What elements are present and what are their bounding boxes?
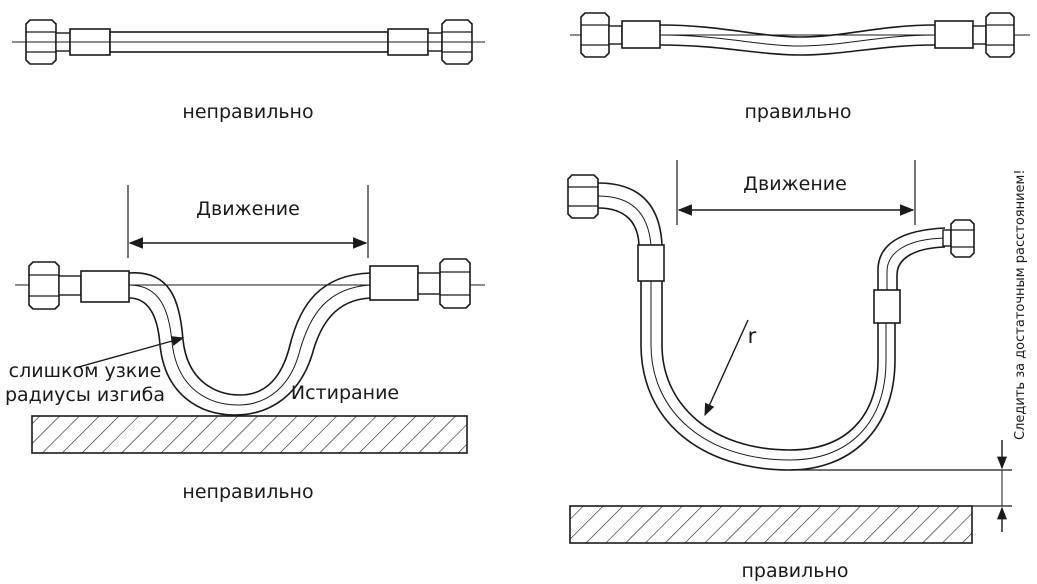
hose-slack [659, 24, 936, 38]
bend-note-line2: радиусы изгиба [5, 384, 165, 406]
straight-hose-incorrect [12, 19, 485, 65]
fitting-sleeve-left [637, 244, 665, 282]
hose-wide-bend [640, 281, 896, 471]
hex-nut-left [28, 261, 60, 310]
bend-note-line1: слишком узкие [9, 360, 162, 382]
caption-bottom-right: правильно [741, 560, 848, 582]
fitting-sleeve-right [934, 20, 974, 49]
movement-label-left: Движение [196, 198, 300, 220]
hex-nut-left [580, 12, 610, 58]
distance-note: Следить за достаточным расстоянием! [1013, 169, 1028, 440]
caption-top-left: неправильно [182, 101, 313, 123]
hex-nut-right [439, 258, 471, 309]
slack-hose-correct [570, 12, 1030, 58]
abrasion-label: Истирание [291, 382, 399, 404]
fitting-sleeve-left [621, 20, 661, 49]
movement-label-right: Движение [743, 173, 847, 195]
fitting-sleeve-right [873, 289, 901, 324]
radius-arrow [704, 319, 749, 417]
tight-bend-incorrect [15, 185, 485, 454]
caption-bottom-left: неправильно [182, 481, 313, 503]
floor-hatched [569, 505, 973, 544]
hex-nut-right [985, 12, 1015, 58]
fitting-sleeve-left [80, 270, 130, 303]
wide-bend-correct [567, 160, 1012, 544]
hex-nut-right [950, 219, 975, 258]
bend-pointer-arrow [74, 336, 185, 369]
fitting-sleeve-right [369, 265, 419, 301]
radius-label: r [748, 324, 757, 348]
caption-top-right: правильно [744, 101, 851, 123]
hex-nut-left [567, 174, 599, 219]
floor-hatched [31, 415, 468, 454]
hose-tight-bend [128, 272, 371, 396]
